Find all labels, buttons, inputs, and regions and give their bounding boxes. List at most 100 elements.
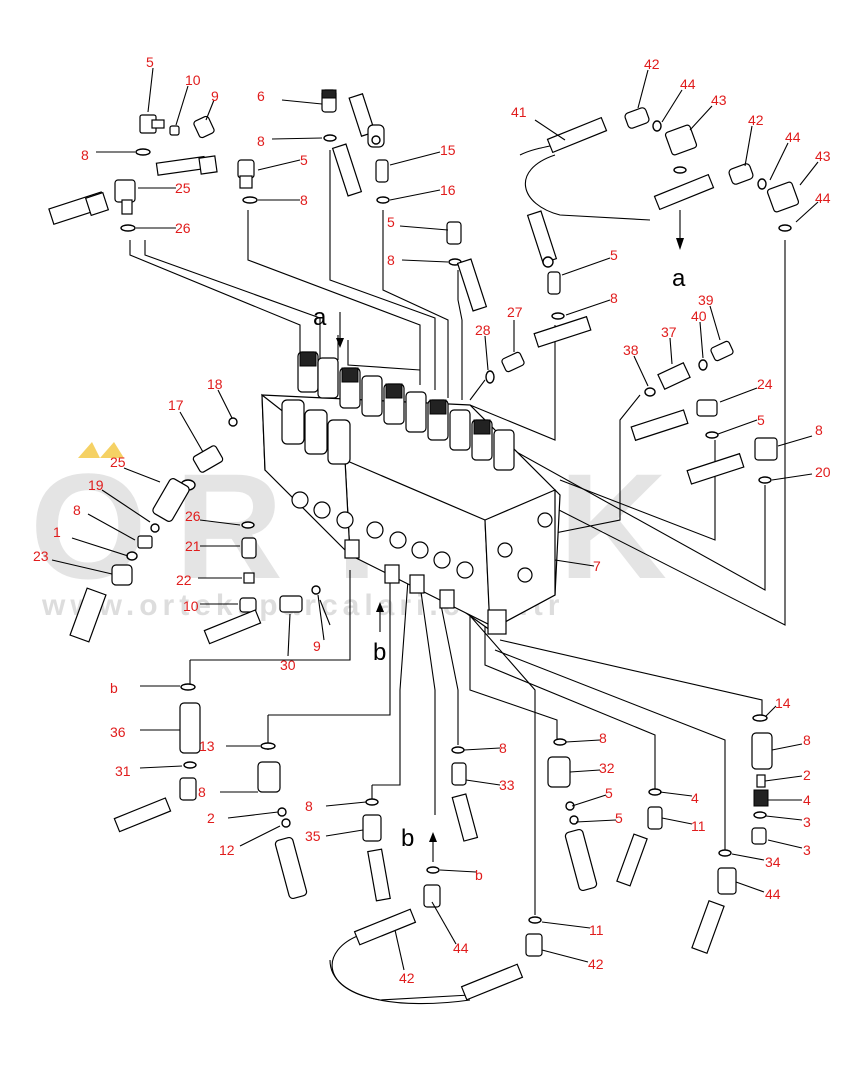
leader-line: [719, 387, 758, 403]
callout-number: 42: [399, 970, 415, 986]
leader-line: [401, 259, 449, 263]
callout-number: 43: [711, 92, 727, 108]
callout-number: 30: [280, 657, 296, 673]
leader-line: [541, 921, 591, 929]
leader-line: [731, 853, 765, 861]
leader-line: [571, 794, 607, 807]
callout-number: 38: [623, 342, 639, 358]
leader-line: [777, 435, 813, 447]
leader-line: [87, 513, 136, 541]
leader-line: [541, 949, 589, 963]
leader-lines: [51, 67, 819, 971]
callout-number: 9: [313, 638, 321, 654]
callout-number: 31: [115, 763, 131, 779]
arrow-label-a-top: a: [313, 304, 327, 331]
callout-number: b: [110, 680, 118, 696]
callout-number: 20: [815, 464, 831, 480]
leader-line: [139, 765, 183, 769]
callout-number: 33: [499, 777, 515, 793]
port-bosses: [281, 399, 553, 635]
leader-line: [325, 829, 364, 837]
callout-number: 43: [815, 148, 831, 164]
callout-number: 3: [803, 842, 811, 858]
leader-line: [281, 99, 323, 105]
callout-number: 21: [185, 538, 201, 554]
callout-number: 7: [593, 558, 601, 574]
callout-number: 44: [453, 940, 469, 956]
leader-line: [257, 159, 301, 171]
leader-line: [179, 411, 204, 453]
leader-line: [575, 819, 617, 823]
leader-line: [669, 337, 673, 365]
callout-number: 4: [803, 792, 811, 808]
leader-line: [484, 335, 489, 371]
callout-number: 6: [257, 88, 265, 104]
callout-number: 9: [211, 88, 219, 104]
leader-line: [799, 161, 819, 186]
callout-number: 8: [599, 730, 607, 746]
callout-number: 3: [803, 814, 811, 830]
callout-number: 26: [175, 220, 191, 236]
callout-number: 15: [440, 142, 456, 158]
callout-number: 44: [815, 190, 831, 206]
callout-number: 41: [511, 104, 527, 120]
callout-number: 2: [803, 767, 811, 783]
callout-number: 25: [175, 180, 191, 196]
callout-number: 42: [644, 56, 660, 72]
callout-number: 4: [691, 790, 699, 806]
leader-line: [689, 105, 713, 131]
callout-number: 5: [610, 247, 618, 263]
leader-line: [101, 489, 151, 523]
leader-line: [394, 929, 405, 971]
callout-number: 1: [53, 524, 61, 540]
callout-number: 32: [599, 760, 615, 776]
leader-line: [287, 613, 291, 657]
leader-line: [271, 137, 323, 140]
leader-line: [744, 125, 753, 167]
leader-line: [325, 801, 367, 807]
callout-number: 42: [748, 112, 764, 128]
connection-lines: [129, 144, 786, 1005]
leader-line: [565, 299, 611, 316]
callout-number: 14: [775, 695, 791, 711]
leader-line: [569, 769, 601, 773]
callout-number: 40: [691, 308, 707, 324]
watermark-accent-mark: [78, 442, 124, 458]
leader-line: [661, 89, 683, 123]
leader-line: [699, 321, 704, 359]
leader-line: [217, 389, 233, 419]
callout-number: 28: [475, 322, 491, 338]
leader-line: [565, 739, 601, 743]
callout-number: 25: [110, 454, 126, 470]
callout-number: 22: [176, 572, 192, 588]
leader-line: [717, 419, 758, 435]
leader-line: [227, 811, 279, 819]
leader-line: [399, 225, 449, 231]
callout-number: 5: [387, 214, 395, 230]
callout-number: 5: [615, 810, 623, 826]
callout-number: 18: [207, 376, 223, 392]
leader-line: [534, 119, 566, 141]
callout-number: 5: [146, 54, 154, 70]
leader-line: [554, 559, 595, 567]
callout-number: 2: [207, 810, 215, 826]
arrow-label-b-center: b: [373, 639, 386, 666]
leader-line: [637, 69, 649, 109]
callout-number: 34: [765, 854, 781, 870]
leader-line: [175, 85, 189, 126]
callout-number: 11: [691, 818, 706, 834]
callout-number: 8: [257, 133, 265, 149]
leader-line: [439, 869, 477, 873]
leader-line: [735, 881, 765, 893]
callout-number: 39: [698, 292, 714, 308]
leader-line: [71, 537, 129, 557]
callout-number: 37: [661, 324, 677, 340]
leader-line: [389, 151, 441, 166]
arrow-label-b-lower: b: [401, 825, 414, 852]
callout-number: 44: [680, 76, 696, 92]
callout-number: 10: [183, 598, 199, 614]
callout-number: 8: [81, 147, 89, 163]
callout-number: 36: [110, 724, 126, 740]
